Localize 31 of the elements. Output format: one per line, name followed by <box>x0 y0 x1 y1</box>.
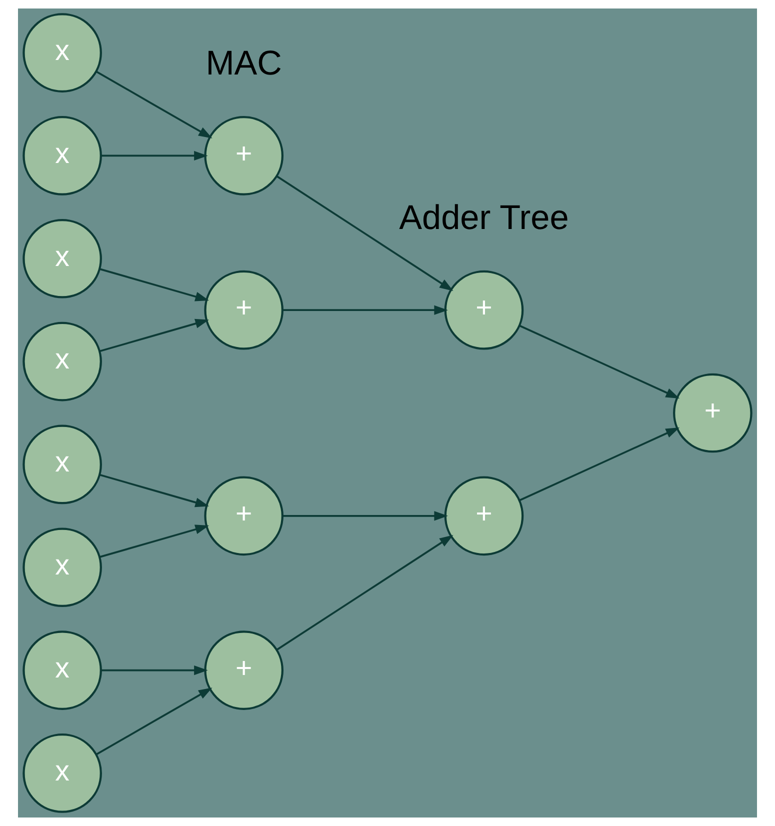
label: Adder Tree <box>399 198 569 237</box>
node-circle: + <box>673 373 752 453</box>
node-circle: x <box>22 116 102 196</box>
arrow <box>276 534 454 651</box>
arrow <box>100 268 210 302</box>
node-circle: + <box>204 476 284 556</box>
label: MAC <box>206 44 282 83</box>
arrow <box>96 688 212 756</box>
arrow <box>519 324 680 399</box>
node-circle: x <box>22 13 102 92</box>
arrow <box>100 318 210 352</box>
arrow <box>96 70 212 138</box>
node-circle: + <box>204 630 284 710</box>
node-circle: x <box>22 528 102 608</box>
arrow <box>100 474 210 508</box>
node-circle: + <box>204 116 284 196</box>
arrow <box>282 305 448 315</box>
node-circle: x <box>22 424 102 504</box>
node-circle: + <box>444 476 524 556</box>
node-circle: + <box>204 270 284 350</box>
arrow <box>282 511 448 521</box>
node-circle: x <box>22 630 102 710</box>
arrow <box>276 175 454 292</box>
node-circle: x <box>22 734 102 813</box>
node-circle: + <box>444 270 524 350</box>
node-circle: x <box>22 218 102 298</box>
arrow <box>101 150 208 161</box>
arrow <box>519 427 680 502</box>
arrow <box>101 665 208 676</box>
arrow <box>100 524 210 558</box>
node-circle: x <box>22 322 102 402</box>
